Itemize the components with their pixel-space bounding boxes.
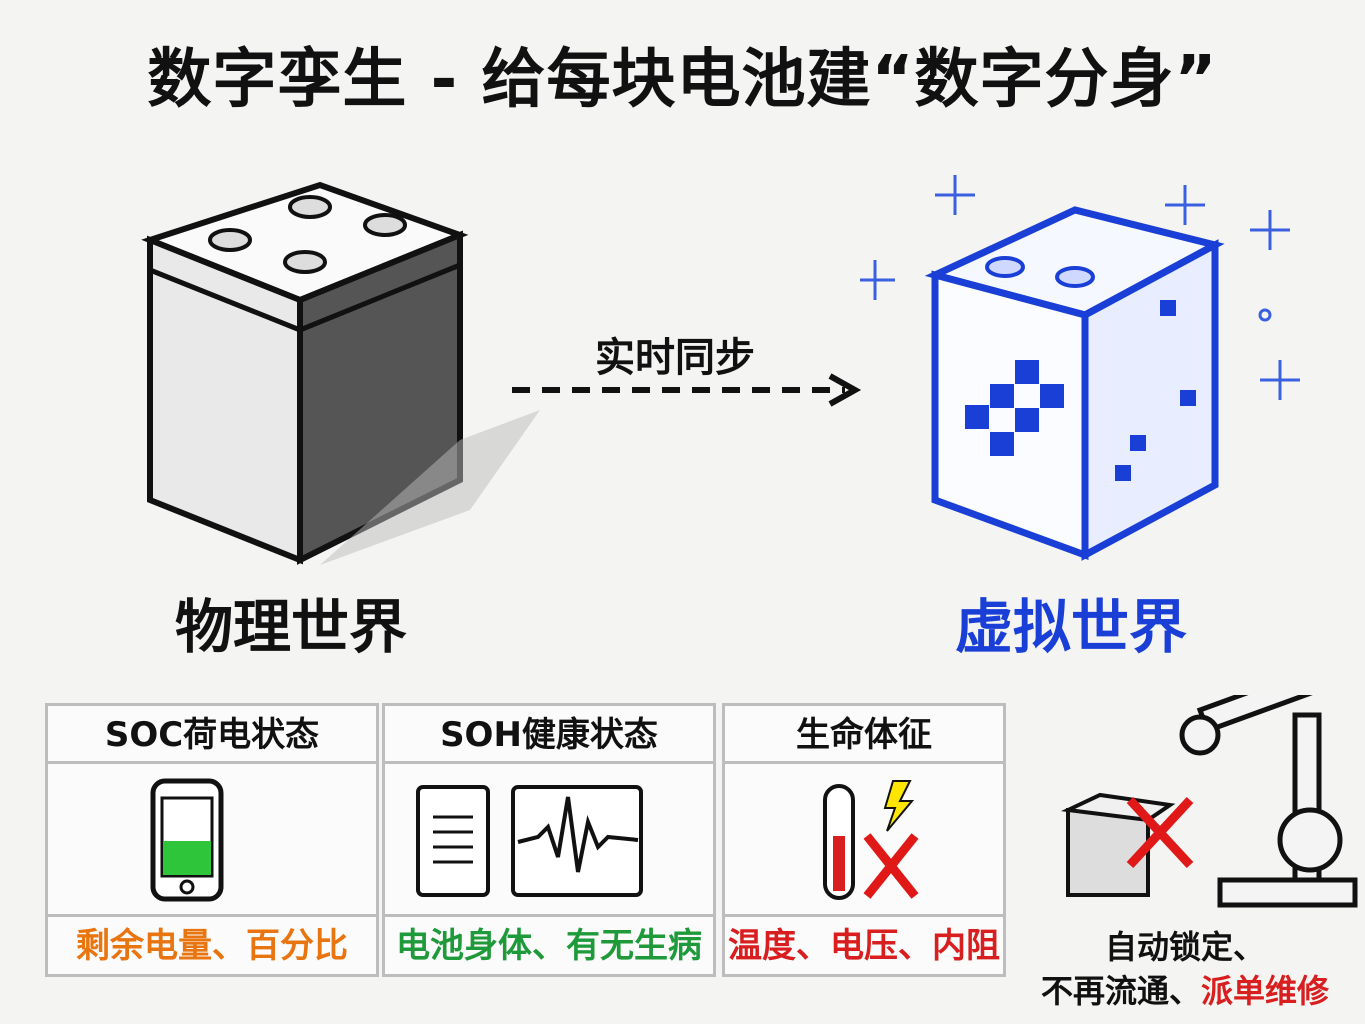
document-ecg-icon — [416, 785, 643, 897]
virtual-world-label: 虚拟世界 — [955, 593, 1188, 661]
action-caption-line1: 自动锁定、 — [1104, 928, 1265, 966]
battery-sketch-icon — [141, 181, 540, 565]
action-caption-red: 派单维修 — [1201, 972, 1330, 1010]
action-caption-black: 不再流通、 — [1040, 972, 1201, 1010]
soc-card-caption: 剩余电量、百分比 — [76, 926, 348, 966]
vital-signs-card-title: 生命体征 — [725, 706, 1003, 764]
sync-label: 实时同步 — [595, 335, 755, 381]
action-caption: 自动锁定、 不再流通、派单维修 — [1015, 925, 1355, 1013]
vital-signs-card-caption: 温度、电压、内阻 — [728, 926, 1000, 966]
soc-card-title: SOC荷电状态 — [48, 706, 376, 764]
dashed-arrow-right-icon — [512, 373, 862, 407]
soh-card-title: SOH健康状态 — [385, 706, 713, 764]
soc-card: SOC荷电状态 剩余电量、百分比 — [45, 703, 379, 977]
phone-battery-icon — [150, 778, 224, 902]
physical-world-label: 物理世界 — [175, 593, 408, 661]
soh-card: SOH健康状态 电池身体、有无生病 — [382, 703, 716, 977]
page-title: 数字孪生 - 给每块电池建“数字分身” — [147, 43, 1218, 117]
robot-arm-lock-icon — [1060, 695, 1358, 908]
digital-battery-icon — [860, 175, 1300, 561]
thermometer-alert-icon — [823, 780, 919, 900]
vital-signs-card: 生命体征 温度、电压、内阻 — [722, 703, 1006, 977]
soh-card-caption: 电池身体、有无生病 — [396, 926, 702, 966]
